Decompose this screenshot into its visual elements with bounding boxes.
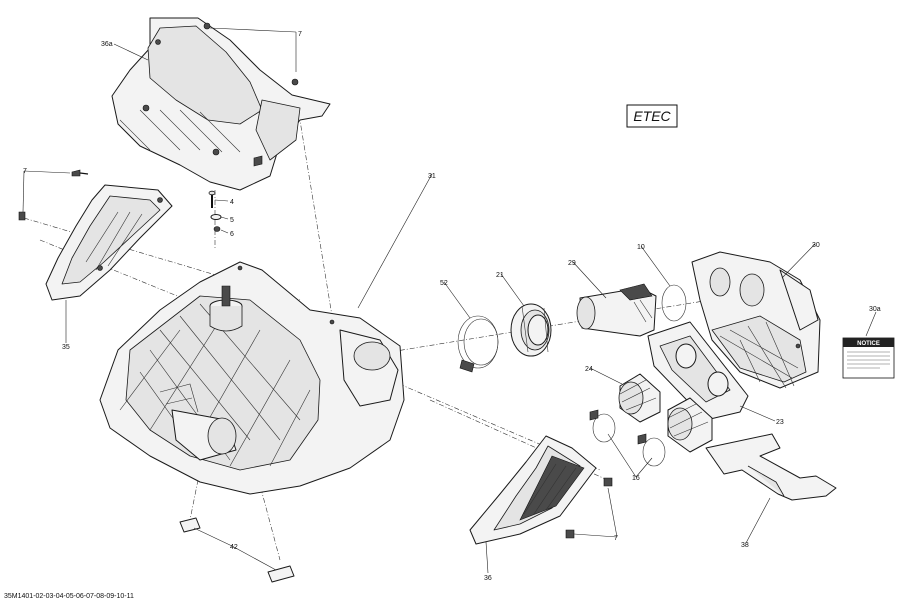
callout-7-left: 7: [23, 168, 27, 175]
notice-heading: NOTICE: [857, 341, 880, 347]
upper-cover-36a: [111, 17, 331, 191]
callout-31: 31: [428, 173, 436, 180]
callout-36: 36: [484, 575, 492, 582]
callout-10: 10: [637, 244, 645, 251]
adaptor-29: [576, 283, 657, 337]
callout-labels: 36a 7 31 4 5 6 7 35 52 21 29 10 30 30a 2…: [23, 31, 881, 582]
boots-24: [618, 373, 713, 453]
adapter-plate-23: [647, 321, 749, 421]
callout-29: 29: [568, 260, 576, 267]
side-panel-35: [45, 184, 173, 301]
screws-left: [18, 169, 89, 221]
callout-7-top: 7: [298, 31, 302, 38]
notice-label-30a: NOTICE: [842, 337, 895, 379]
clamp-52: [457, 315, 499, 373]
callout-6: 6: [230, 231, 234, 238]
seal-21: [510, 303, 552, 357]
callout-42: 42: [230, 544, 238, 551]
o-ring-10: [661, 284, 687, 322]
screws-bottom: [565, 477, 613, 539]
callout-16: 16: [632, 475, 640, 482]
callout-24: 24: [585, 366, 593, 373]
intake-grille-36: [469, 435, 597, 545]
clamps-16: [589, 409, 666, 467]
callout-38: 38: [741, 542, 749, 549]
alignment-lines: [23, 95, 711, 561]
callout-30a: 30a: [869, 306, 881, 313]
callout-21: 21: [496, 272, 504, 279]
etec-badge: ETEC: [626, 104, 678, 128]
callout-52: 52: [440, 280, 448, 287]
leader-lines: [22, 27, 877, 574]
callout-30: 30: [812, 242, 820, 249]
silencer-30: [691, 251, 821, 389]
airbox-main-housing: [99, 261, 405, 495]
callout-36a: 36a: [101, 41, 113, 48]
base-plate-38: [705, 433, 837, 501]
callout-4: 4: [230, 199, 234, 206]
callout-7-bottom: 7: [614, 535, 618, 542]
callout-5: 5: [230, 217, 234, 224]
hardware-4-5-6: [208, 190, 222, 232]
etec-badge-text: ETEC: [633, 108, 671, 124]
callout-35: 35: [62, 344, 70, 351]
diagram-reference-code: 35M1401-02-03-04-05-06-07-08-09-10-11: [4, 593, 134, 600]
callout-23: 23: [776, 419, 784, 426]
